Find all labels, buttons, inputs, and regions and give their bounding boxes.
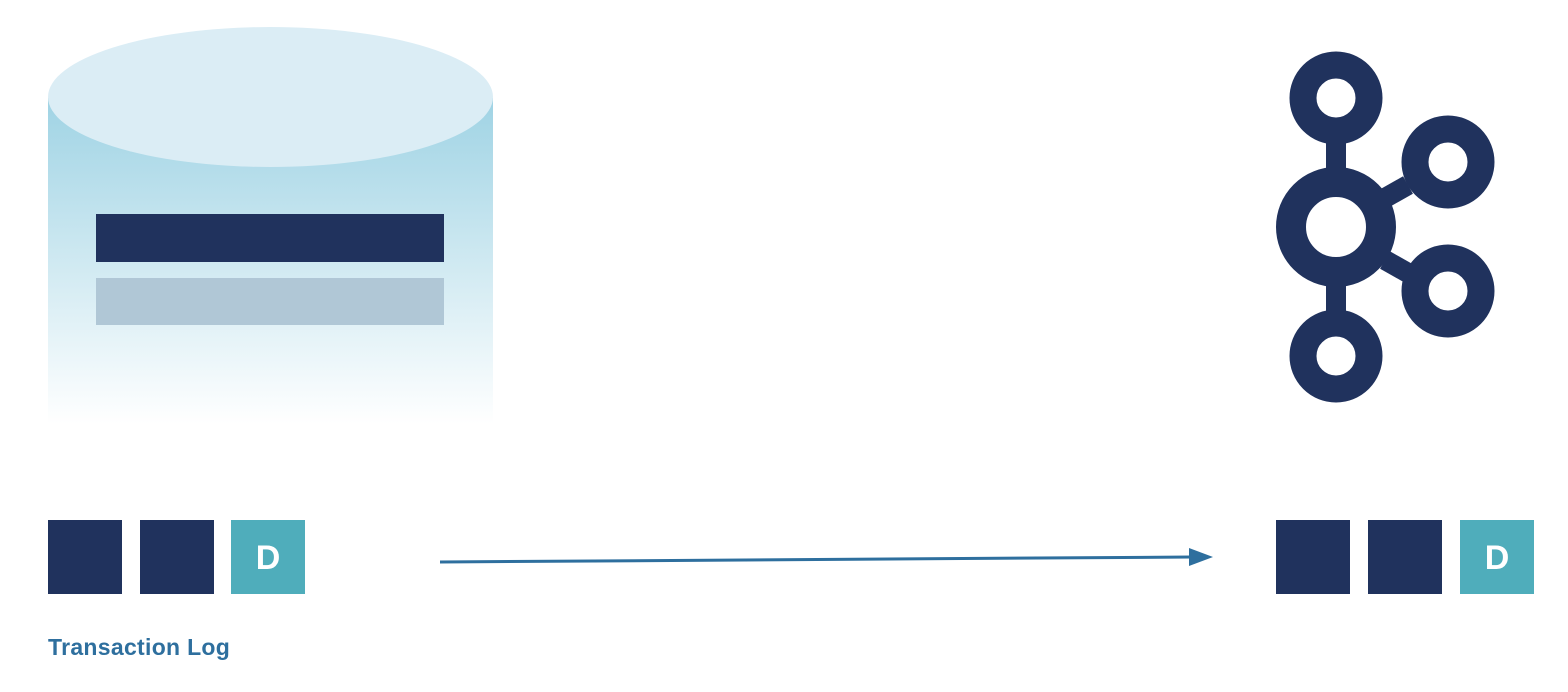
log-record-block [48,520,122,594]
log-record-block [140,520,214,594]
database-row-primary [96,214,444,262]
log-delete-block [231,520,305,594]
target-topic-log: D [1276,520,1534,594]
transaction-log-label: Transaction Log [48,634,231,660]
log-record-block [1368,520,1442,594]
log-record-block [1276,520,1350,594]
kafka-node-lower-right [1401,244,1495,338]
log-delete-block [1460,520,1534,594]
database-row-secondary [96,278,444,325]
arrow-head [1189,548,1213,566]
delete-marker-label: D [1485,539,1510,577]
source-transaction-log: D [48,520,305,594]
kafka-node-bottom [1289,309,1383,403]
kafka-node-upper-right [1401,115,1495,209]
kafka-node-top [1289,51,1383,145]
kafka-node-center [1276,167,1396,287]
arrow-shaft [439,555,1193,564]
kafka-icon [1276,51,1495,403]
database-top [48,27,493,167]
kafka-link-upper-right [1380,176,1413,207]
arrow-right-icon [439,548,1213,566]
delete-marker-label: D [256,539,281,577]
kafka-link-lower-right [1380,251,1413,282]
database-icon [48,27,493,424]
